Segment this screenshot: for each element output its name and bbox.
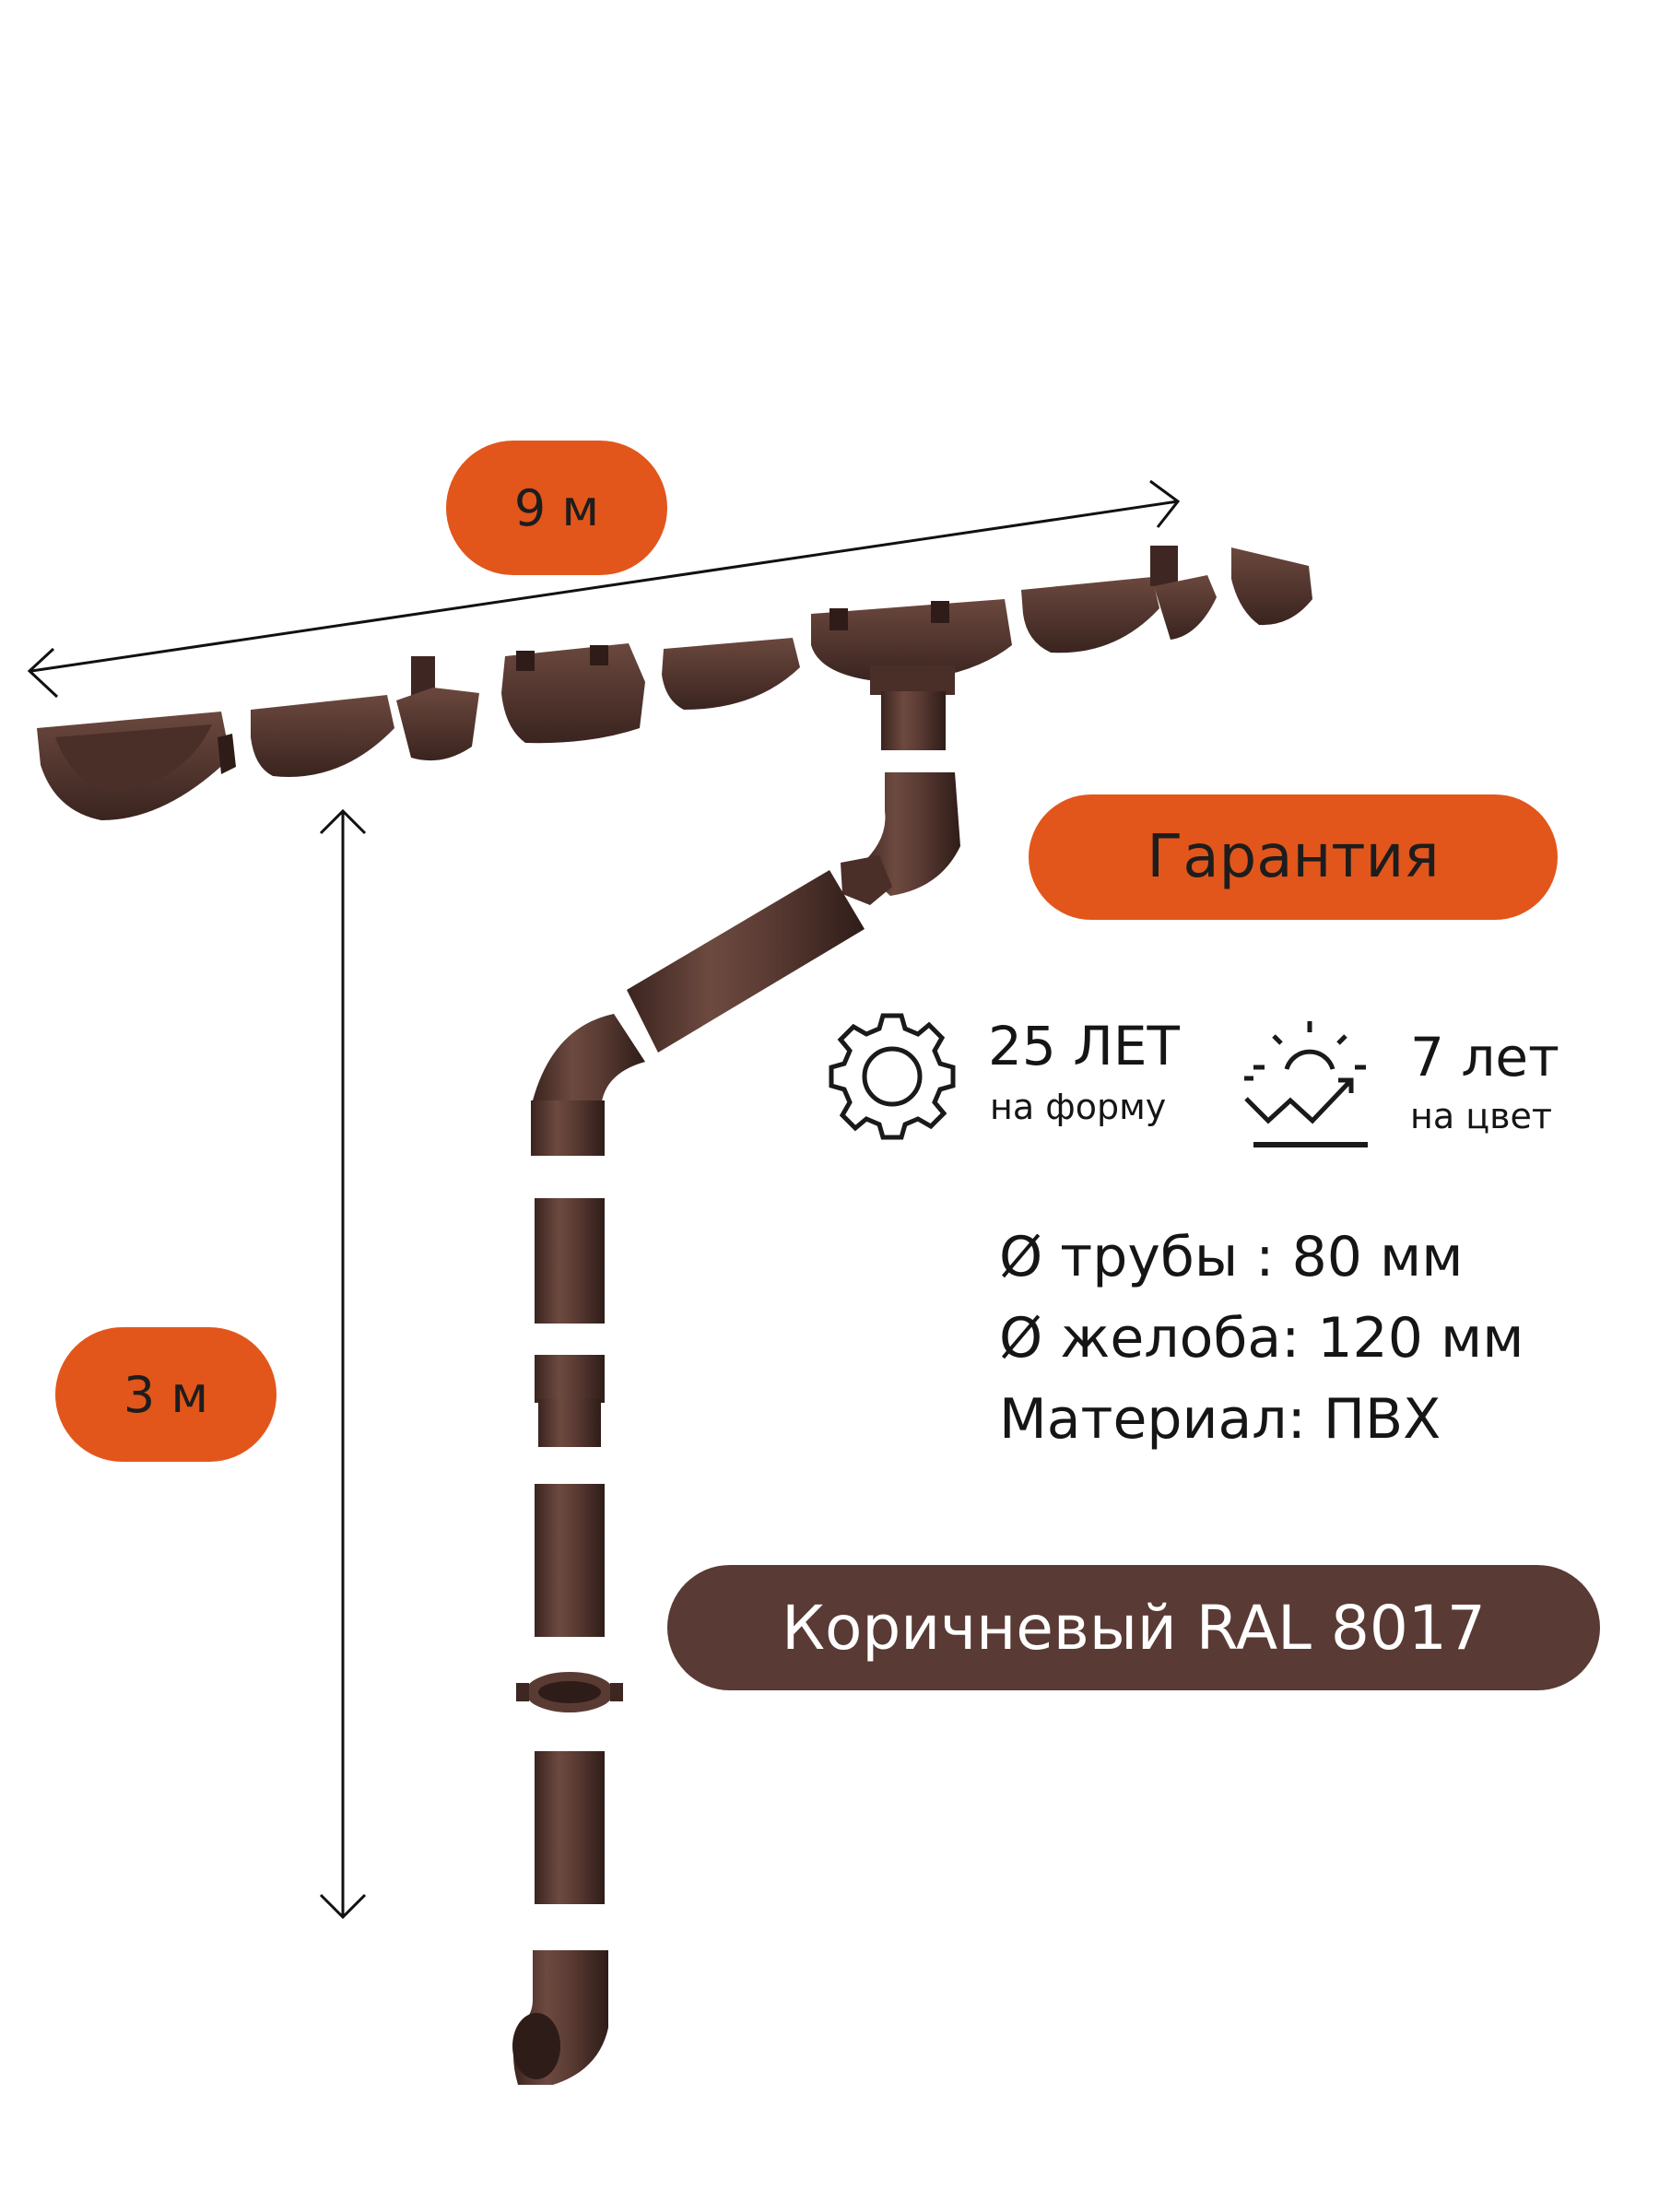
gutter-end-cap-2 [1231,547,1312,626]
downpipe-elbow-top [859,772,960,896]
downpipe-clamp [516,1672,623,1712]
gutter-outlet-funnel [811,599,1012,750]
color-warranty-years: 7 лет [1410,1026,1559,1088]
specifications: Ø трубы : 80 мм Ø желоба: 120 мм Материа… [999,1217,1524,1460]
downpipe-outlet-elbow [512,1950,608,2085]
length-dimension-arrow [27,479,1181,699]
downpipe-section-1 [535,1198,605,1324]
gutter-section-1 [251,695,394,777]
color-badge: Коричневый RAL 8017 [667,1565,1600,1690]
material-spec: Материал: ПВХ [999,1387,1441,1452]
downpipe-elbow-joint [841,855,892,905]
gutter-bracket-2 [1150,546,1217,640]
warranty-heading: Гарантия [1029,794,1558,920]
height-badge: 3 м [55,1327,276,1462]
downpipe-elbow-bottom [531,1014,645,1156]
color-warranty-label: на цвет [1410,1096,1552,1136]
gutter-bracket-1 [396,656,479,761]
downpipe-section-2 [535,1484,605,1637]
downpipe-section-3 [535,1751,605,1904]
length-badge: 9 м [446,441,667,575]
gutter-end-cap [37,712,236,820]
form-warranty-years: 25 ЛЕТ [988,1015,1180,1077]
gutter-section-3 [1021,577,1159,653]
downpipe-angled-section [627,870,865,1053]
gutter-coupler [501,643,645,744]
downpipe-coupler [535,1355,605,1447]
sun-uv-icon [1244,1021,1368,1147]
height-dimension-arrow [319,808,367,1920]
gear-icon [829,1013,956,1140]
pipe-diameter-spec: Ø трубы : 80 мм [999,1225,1464,1289]
form-warranty-label: на форму [990,1087,1167,1127]
gutter-diameter-spec: Ø желоба: 120 мм [999,1306,1524,1371]
gutter-section-2 [662,638,800,710]
